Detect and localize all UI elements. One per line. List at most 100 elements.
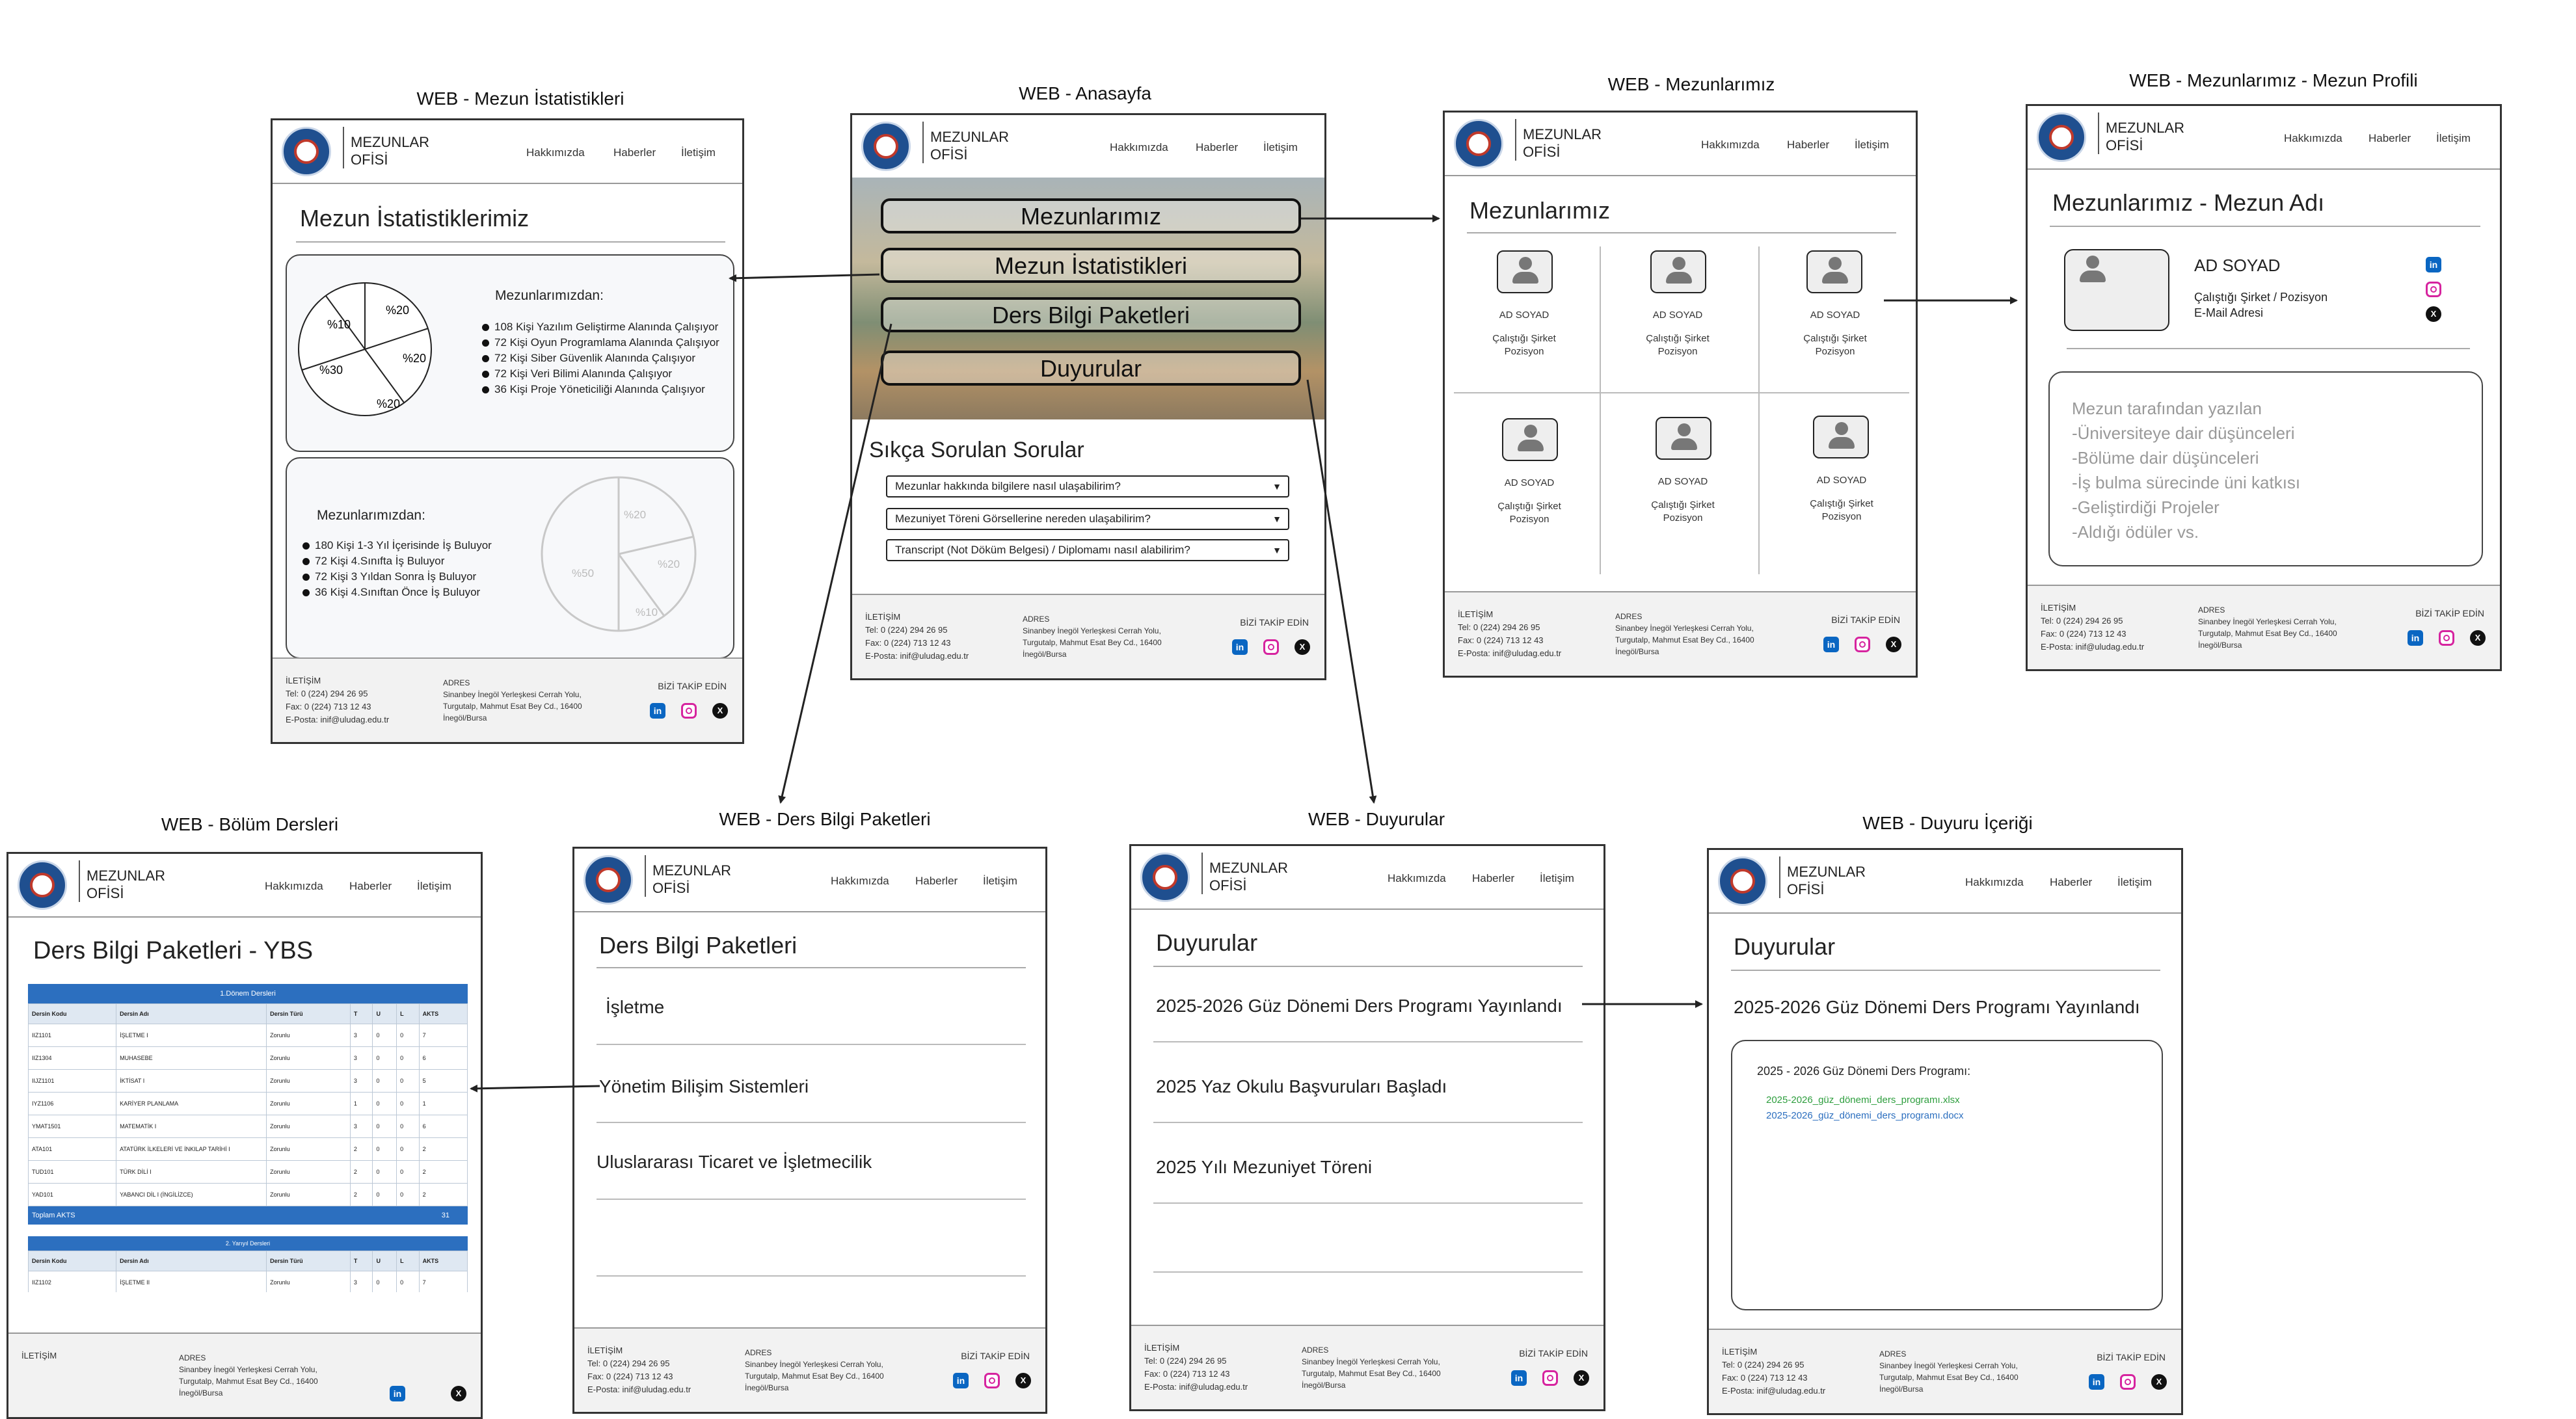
x-icon[interactable]: X: [1886, 637, 1901, 652]
x-icon[interactable]: X: [2151, 1374, 2167, 1390]
x-icon[interactable]: X: [2426, 306, 2441, 322]
linkedin-icon[interactable]: in: [1232, 639, 1248, 655]
instagram-icon[interactable]: [2426, 282, 2441, 297]
faq-item[interactable]: Transcript (Not Döküm Belgesi) / Diploma…: [886, 539, 1289, 561]
university-logo[interactable]: [861, 122, 911, 171]
x-icon[interactable]: X: [712, 703, 728, 719]
announcement-item[interactable]: 2025 Yılı Mezuniyet Töreni: [1156, 1157, 1373, 1177]
x-icon[interactable]: X: [1015, 1373, 1031, 1388]
university-logo[interactable]: [584, 855, 633, 905]
footer-email[interactable]: E-Posta: inif@uludag.edu.tr: [1458, 648, 1562, 658]
nav-contact[interactable]: İletişim: [983, 875, 1017, 887]
nav-news[interactable]: Haberler: [1787, 139, 1830, 151]
x-icon[interactable]: X: [1295, 639, 1310, 655]
nav-contact[interactable]: İletişim: [2436, 132, 2471, 144]
instagram-icon[interactable]: [681, 703, 697, 719]
footer-email[interactable]: E-Posta: inif@uludag.edu.tr: [2041, 642, 2145, 652]
announcement-item[interactable]: 2025 Yaz Okulu Başvuruları Başladı: [1156, 1076, 1447, 1096]
nav-contact[interactable]: İletişim: [1540, 872, 1574, 884]
nav-contact[interactable]: İletişim: [681, 146, 716, 159]
x-icon[interactable]: X: [451, 1386, 466, 1401]
hero-button-course-packages[interactable]: Ders Bilgi Paketleri: [881, 297, 1301, 332]
nav-contact[interactable]: İletişim: [1263, 141, 1298, 153]
announcement-item[interactable]: 2025-2026 Güz Dönemi Ders Programı Yayın…: [1156, 996, 1563, 1016]
footer-follow: BİZİ TAKİP EDİN: [1519, 1348, 1588, 1359]
file-link-xlsx[interactable]: 2025-2026_güz_dönemi_ders_programı.xlsx: [1766, 1094, 1960, 1106]
instagram-icon[interactable]: [1263, 639, 1279, 655]
hero-button-graduates[interactable]: Mezunlarımız: [881, 198, 1301, 233]
university-logo[interactable]: [1718, 856, 1767, 906]
nav-news[interactable]: Haberler: [1472, 872, 1515, 884]
nav-contact[interactable]: İletişim: [417, 880, 451, 892]
nav-news[interactable]: Haberler: [349, 880, 392, 892]
nav-contact[interactable]: İletişim: [1855, 139, 1889, 151]
nav-news[interactable]: Haberler: [1196, 141, 1239, 153]
nav-about[interactable]: Hakkımızda: [265, 880, 323, 892]
file-link-docx[interactable]: 2025-2026_güz_dönemi_ders_programı.docx: [1766, 1110, 1964, 1121]
nav-about[interactable]: Hakkımızda: [1110, 141, 1168, 153]
faq-item[interactable]: Mezuniyet Töreni Görsellerine nereden ul…: [886, 508, 1289, 530]
linkedin-icon[interactable]: in: [1823, 637, 1839, 652]
linkedin-icon[interactable]: in: [2089, 1374, 2104, 1390]
x-icon[interactable]: X: [1574, 1370, 1589, 1386]
instagram-icon[interactable]: [1542, 1370, 1558, 1386]
pie-slice-divider: [364, 328, 429, 350]
table-cell: IIZ1101: [28, 1024, 117, 1047]
nav-about[interactable]: Hakkımızda: [1388, 872, 1446, 884]
linkedin-icon[interactable]: in: [650, 703, 665, 719]
course-table-viewport[interactable]: 1.Dönem Dersleri Dersin Kodu Dersin Adı …: [28, 984, 468, 1292]
instagram-icon[interactable]: [2120, 1374, 2136, 1390]
footer-email[interactable]: E-Posta: inif@uludag.edu.tr: [865, 651, 969, 661]
package-item-isletme[interactable]: İşletme: [606, 997, 665, 1017]
footer-email[interactable]: E-Posta: inif@uludag.edu.tr: [1144, 1382, 1248, 1392]
instagram-icon[interactable]: [2439, 630, 2454, 646]
university-logo[interactable]: [1140, 853, 1190, 902]
nav-news[interactable]: Haberler: [613, 146, 656, 159]
instagram-icon[interactable]: [1855, 637, 1870, 652]
nav-about[interactable]: Hakkımızda: [1701, 139, 1760, 151]
package-item-uti[interactable]: Uluslararası Ticaret ve İşletmecilik: [597, 1152, 872, 1172]
x-icon[interactable]: X: [2470, 630, 2486, 646]
hero-button-statistics[interactable]: Mezun İstatistikleri: [881, 248, 1301, 283]
university-logo[interactable]: [1454, 119, 1503, 168]
university-logo[interactable]: [2037, 113, 2086, 162]
university-logo[interactable]: [282, 127, 331, 176]
linkedin-icon[interactable]: in: [2408, 630, 2423, 646]
linkedin-icon[interactable]: in: [953, 1373, 969, 1388]
footer-email[interactable]: E-Posta: inif@uludag.edu.tr: [1722, 1386, 1826, 1396]
nav-news[interactable]: Haberler: [2050, 876, 2093, 888]
package-item-ybs[interactable]: Yönetim Bilişim Sistemleri: [599, 1076, 809, 1096]
nav-about[interactable]: Hakkımızda: [526, 146, 585, 159]
footer-email[interactable]: E-Posta: inif@uludag.edu.tr: [286, 715, 390, 724]
nav-about[interactable]: Hakkımızda: [1965, 876, 2024, 888]
header-separator: [2098, 113, 2099, 154]
faq-item[interactable]: Mezunlar hakkında bilgilere nasıl ulaşab…: [886, 475, 1289, 497]
footer-email[interactable]: E-Posta: inif@uludag.edu.tr: [587, 1385, 691, 1394]
university-logo[interactable]: [18, 860, 67, 910]
linkedin-icon[interactable]: in: [390, 1386, 405, 1401]
nav-contact[interactable]: İletişim: [2117, 876, 2152, 888]
nav-news[interactable]: Haberler: [915, 875, 958, 887]
nav-news[interactable]: Haberler: [2368, 132, 2411, 144]
linkedin-icon[interactable]: in: [1511, 1370, 1527, 1386]
nav-about[interactable]: Hakkımızda: [2284, 132, 2342, 144]
linkedin-icon[interactable]: in: [2426, 257, 2441, 272]
nav-about[interactable]: Hakkımızda: [831, 875, 889, 887]
profile-email[interactable]: E-Mail Adresi: [2194, 306, 2264, 319]
hero-button-announcements[interactable]: Duyurular: [881, 351, 1301, 386]
instagram-icon[interactable]: [984, 1373, 1000, 1388]
